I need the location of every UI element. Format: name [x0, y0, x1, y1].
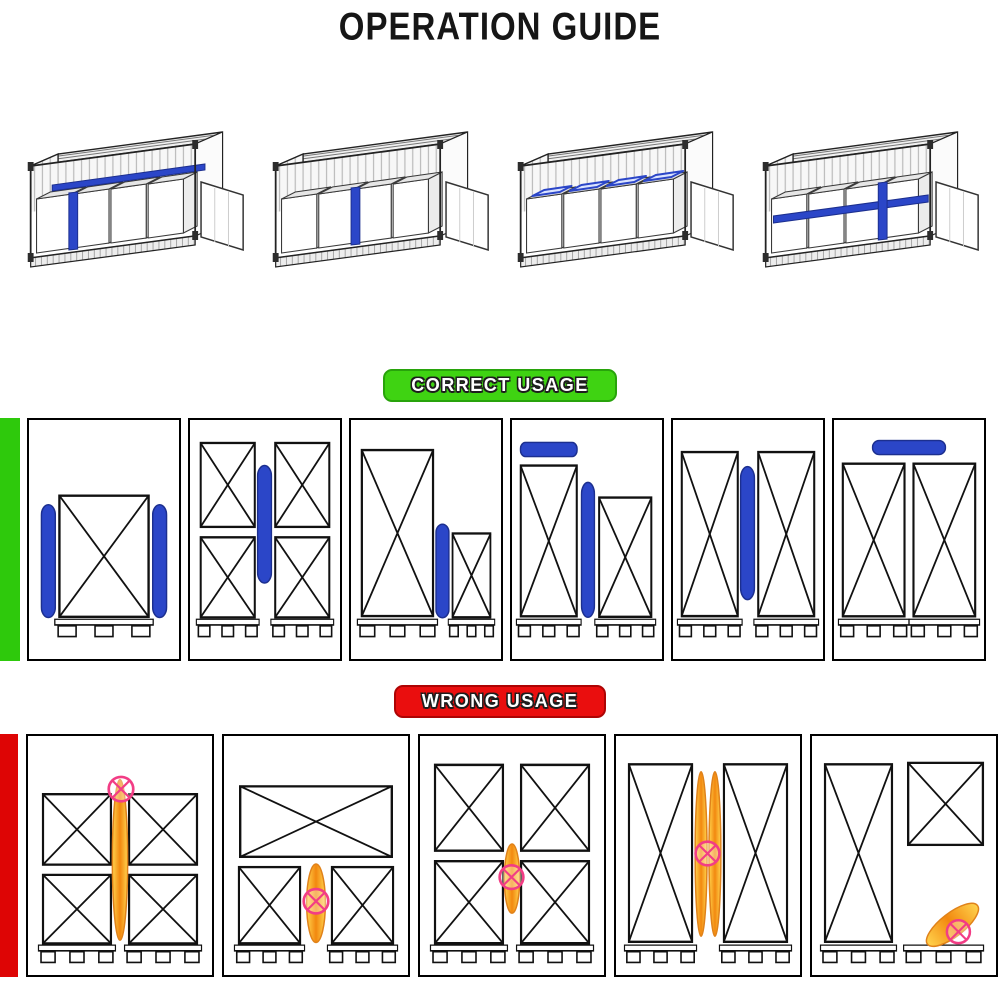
container-examples-row: [0, 92, 1000, 297]
crate: [629, 764, 692, 941]
pallet: [594, 618, 657, 638]
crate: [42, 873, 112, 945]
pallet: [270, 618, 335, 638]
crate: [128, 873, 198, 945]
crate: [128, 793, 198, 866]
prohibition-icon: [498, 864, 525, 891]
wrong-panel-4: [614, 734, 802, 977]
correct-panel-6: [832, 418, 986, 661]
crate: [433, 763, 505, 852]
pallet: [123, 944, 203, 964]
pallet: [623, 944, 698, 964]
crate: [825, 764, 892, 941]
pallet: [819, 944, 898, 964]
correct-usage-row: [0, 418, 1000, 661]
crate: [841, 461, 906, 619]
crate: [330, 866, 395, 945]
airbag-vertical: [40, 503, 57, 619]
crate: [237, 866, 302, 945]
crate: [907, 761, 984, 846]
crate: [274, 536, 331, 619]
wrong-panel-3: [418, 734, 606, 977]
crate: [598, 496, 653, 619]
pallet: [903, 944, 985, 964]
crate: [682, 452, 738, 616]
correct-panel-4: [510, 418, 664, 661]
container-illustration-4: [761, 131, 980, 268]
correct-panel-1: [27, 418, 181, 661]
pallet: [233, 944, 306, 964]
dunnage-airbags-on-top: [531, 170, 685, 197]
pallet: [753, 618, 820, 638]
pallet: [676, 618, 743, 638]
pallet: [429, 944, 509, 964]
container-illustration-3: [516, 131, 735, 268]
pallet: [37, 944, 117, 964]
container-illustration-1: [26, 131, 245, 268]
pallet: [515, 618, 582, 638]
crate: [58, 494, 150, 619]
crate: [724, 764, 787, 941]
pallet: [326, 944, 399, 964]
airbag-vertical: [580, 481, 596, 619]
dunnage-airbag: [773, 181, 929, 241]
page-title: OPERATION GUIDE: [338, 4, 662, 48]
pallet: [356, 618, 439, 638]
wrong-panel-5: [810, 734, 998, 977]
crate: [519, 763, 591, 852]
prohibition-icon: [945, 919, 972, 945]
wrong-airbag-vertical: [111, 778, 129, 942]
wrong-usage-badge: WRONG USAGE: [393, 685, 607, 718]
pallet: [837, 618, 910, 638]
crate: [199, 441, 256, 528]
pallet: [908, 618, 981, 638]
green-indicator-bar: [0, 418, 20, 661]
crate: [451, 532, 492, 619]
crate: [433, 860, 505, 945]
wrong-panel-2: [222, 734, 410, 977]
pallet: [54, 618, 154, 638]
correct-panel-2: [188, 418, 342, 661]
airbag-vertical: [435, 523, 450, 619]
correct-panel-5: [671, 418, 825, 661]
prohibition-icon: [694, 840, 721, 867]
dunnage-airbag: [51, 163, 206, 251]
crate: [362, 450, 433, 616]
wrong-usage-row: [0, 734, 1000, 977]
pallet: [515, 944, 595, 964]
prohibition-icon: [107, 775, 135, 803]
crate: [199, 536, 256, 619]
crate: [274, 441, 331, 528]
correct-panel-3: [349, 418, 503, 661]
pallet: [195, 618, 260, 638]
prohibition-icon: [302, 887, 330, 915]
wrong-panel-1: [26, 734, 214, 977]
airbag-horizontal: [871, 439, 947, 456]
crate: [519, 463, 578, 619]
crate: [758, 452, 814, 616]
airbag-vertical: [151, 503, 168, 619]
red-indicator-bar: [0, 734, 18, 977]
dunnage-airbag: [350, 186, 361, 246]
airbag-horizontal: [519, 441, 578, 458]
pallet: [718, 944, 793, 964]
crate: [519, 860, 591, 945]
container-illustration-2: [271, 131, 490, 268]
pallet: [447, 618, 496, 638]
airbag-vertical: [739, 465, 756, 601]
crate: [42, 793, 112, 866]
crate: [238, 785, 394, 858]
correct-usage-badge: CORRECT USAGE: [383, 369, 617, 402]
airbag-vertical: [256, 464, 273, 584]
crate: [912, 461, 977, 619]
